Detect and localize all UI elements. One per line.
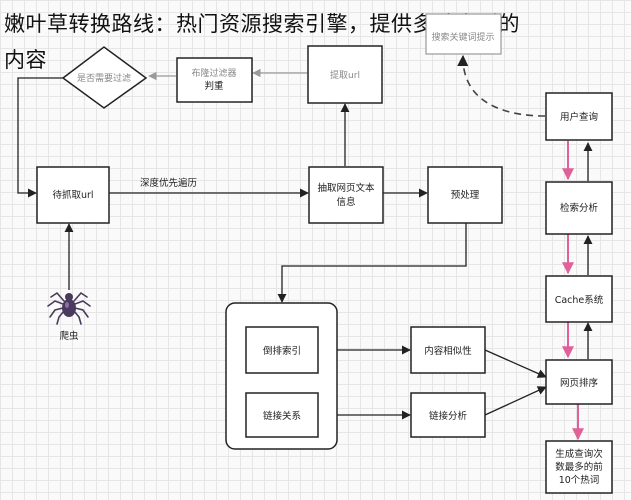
cache-box (545, 275, 613, 323)
content-similarity-label: 内容相似性 (424, 345, 472, 357)
cache-label: Cache系统 (555, 294, 604, 306)
dedup-check-diamond (61, 46, 148, 109)
content-similarity-box (410, 326, 486, 374)
top-words-label-2: 数最多的前 (555, 461, 603, 473)
bloom-filter-label-2: 判重 (204, 80, 224, 92)
page-rank-label: 网页排序 (560, 377, 599, 389)
page-rank-box (545, 359, 613, 405)
user-query-label: 用户查询 (560, 111, 598, 123)
preprocess-label: 预处理 (451, 189, 480, 201)
bloom-filter-label: 布隆过滤器 (191, 67, 236, 79)
top-words-box (545, 440, 613, 494)
link-relation-box (245, 392, 319, 438)
extract-text-label-2: 信息 (336, 196, 355, 208)
crawler-label: 爬虫 (59, 330, 79, 342)
extract-text-box (308, 166, 384, 224)
link-analysis-label: 链接分析 (429, 410, 468, 422)
title-line-2: 内容 (4, 48, 47, 72)
edge-similarity-to-rank (484, 349, 547, 378)
top-words-label-1: 生成查询次 (555, 448, 603, 460)
link-relation-label: 链接关系 (263, 410, 301, 422)
inverted-index-box (245, 326, 319, 374)
edge-preprocess-to-index (277, 223, 467, 303)
top-words-label-3: 10个热词 (559, 474, 600, 486)
pending-url-box (36, 166, 110, 224)
link-analysis-box (410, 392, 486, 438)
retrieval-label: 检索分析 (560, 202, 599, 214)
edge-filter-to-pending (17, 77, 63, 198)
search-hint-label: 搜索关键词提示 (431, 31, 494, 43)
pending-url-label: 待抓取url (52, 189, 93, 201)
user-query-box (545, 92, 613, 141)
preprocess-box (427, 166, 503, 224)
retrieval-box (545, 181, 613, 235)
spider-icon (47, 291, 91, 325)
bloom-filter-box (176, 57, 253, 103)
depth-first-label: 深度优先遍历 (140, 177, 197, 189)
fetch-url-label: 提取url (330, 70, 360, 81)
fetch-url-box (307, 45, 383, 104)
dedup-check-label: 是否需要过滤 (77, 72, 131, 84)
edge-analysis-to-rank (484, 386, 547, 416)
extract-text-label: 抽取网页文本 (317, 182, 375, 194)
search-hint-box (425, 13, 502, 55)
inverted-index-label: 倒排索引 (263, 345, 301, 357)
edge-query-to-hint (457, 54, 546, 117)
